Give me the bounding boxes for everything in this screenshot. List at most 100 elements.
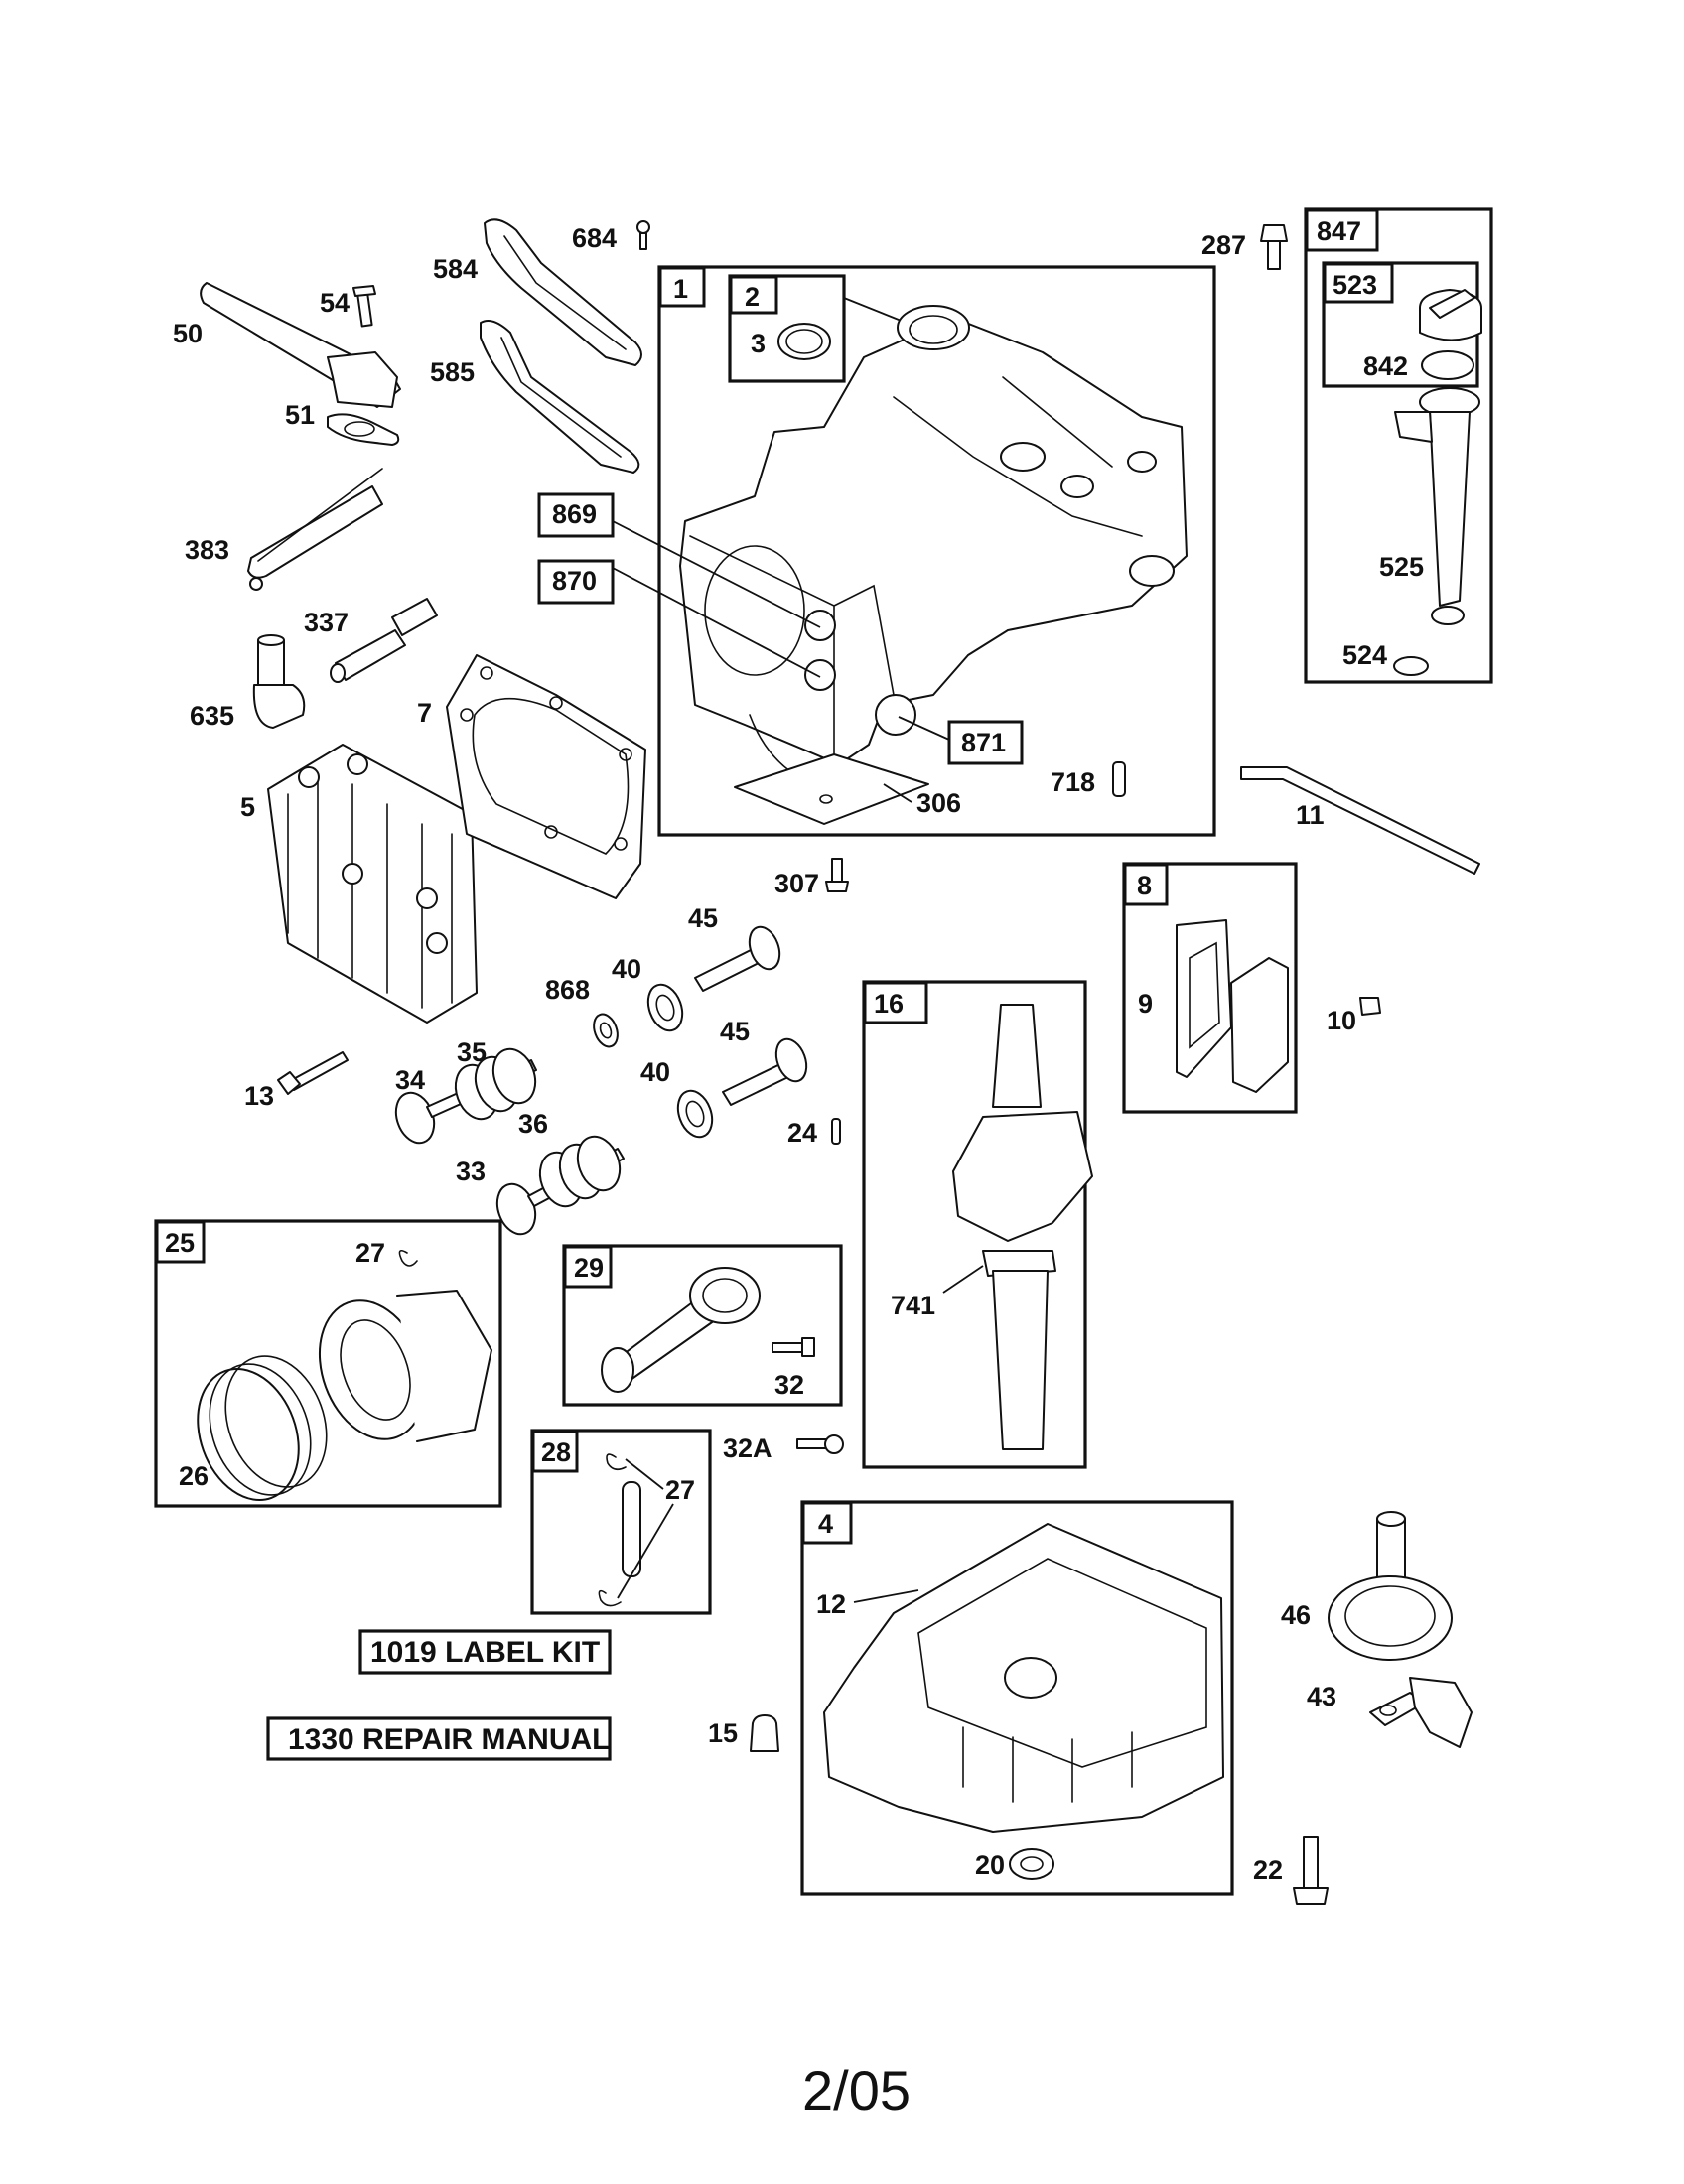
screw-307-part [825,858,849,892]
callout-871-tag [947,720,1024,765]
callout-45a: 45 [688,903,718,933]
callout-20: 20 [975,1850,1005,1880]
callout-3: 3 [751,329,766,358]
group-16-frame [862,980,1087,1469]
governor-43-part [1369,1677,1473,1748]
callout-842: 842 [1363,351,1408,381]
callout-34: 34 [395,1065,425,1095]
breather-gasket-9-part [1176,919,1232,1078]
gasket-306-part [734,753,929,825]
group-25-number: 25 [165,1228,195,1258]
repair-manual-box [266,1716,612,1761]
group-8-frame [1122,862,1298,1114]
callout-27b: 27 [665,1475,695,1505]
cylinder-head-5-part [267,744,478,1024]
group-8-tag [1123,863,1169,906]
wrist-pin-part [622,1481,641,1577]
plug-15-part [750,1714,779,1752]
callout-7: 7 [417,698,432,728]
callout-40b: 40 [640,1057,670,1087]
callout-10: 10 [1327,1006,1356,1035]
seal-20-part [1009,1848,1054,1880]
group-1-frame [657,265,1216,837]
callout-524: 524 [1342,640,1387,670]
retainer-40b-part [676,1089,714,1139]
seal-868-part [593,1013,619,1048]
bolt-287-part [1260,224,1288,270]
group-16-tag [863,981,928,1024]
crankshaft-part [952,1004,1093,1450]
breather-cover-part [1230,957,1289,1093]
tube-11-part [1240,766,1480,875]
bolt-32A-part [796,1434,844,1454]
group-523-tag [1323,262,1394,304]
callout-13: 13 [244,1081,274,1111]
group-847-number: 847 [1317,216,1361,246]
sump-part [823,1523,1224,1833]
o-ring-524-part [1393,656,1429,676]
callout-32: 32 [774,1370,804,1400]
callout-869-tag [537,492,615,538]
callout-33: 33 [456,1157,486,1186]
callout-383: 383 [185,535,229,565]
repair-manual-text: 1330 REPAIR MANUAL [288,1723,611,1756]
callout-5: 5 [240,792,255,822]
callout-868: 868 [545,975,590,1005]
callout-585: 585 [430,357,475,387]
group-28-frame [530,1429,712,1615]
callout-11: 11 [1296,800,1325,830]
callout-22: 22 [1253,1855,1283,1885]
callout-741: 741 [891,1291,935,1320]
callout-525: 525 [1379,552,1424,582]
group-847-tag [1305,208,1379,252]
lifter-45a-part [694,925,781,992]
boot-635-part [252,634,306,729]
spring-36-part [538,1135,622,1208]
callout-307: 307 [774,869,819,898]
label-kit-box [358,1629,612,1675]
callout-871: 871 [961,728,1006,757]
clip-27-part [398,1250,418,1267]
group-29-frame [562,1244,843,1407]
bolt-54-part [352,285,376,328]
callout-36: 36 [518,1109,548,1139]
callout-35: 35 [457,1037,487,1067]
callout-46: 46 [1281,1600,1311,1630]
group-523-number: 523 [1333,270,1377,300]
group-1-number: 1 [673,274,688,304]
group-2-number: 2 [745,282,760,312]
group-29-tag [563,1245,613,1289]
crankcase-part [679,305,1188,775]
bolt-22-part [1293,1836,1329,1905]
group-16-number: 16 [874,989,904,1019]
connecting-rod-part [601,1267,761,1393]
callout-43: 43 [1307,1682,1336,1711]
group-4-number: 4 [818,1509,833,1539]
head-gasket-7-part [446,654,646,899]
callout-15: 15 [708,1718,738,1748]
bolt-32-part [772,1337,815,1357]
callout-584: 584 [433,254,478,284]
dowel-718-part [1112,761,1126,797]
group-2-frame [728,274,846,383]
callout-40a: 40 [612,954,641,984]
callout-51: 51 [285,400,315,430]
group-25-tag [155,1220,206,1264]
footer-date: 2/05 [802,2059,911,2121]
callout-684: 684 [572,223,617,253]
group-8-number: 8 [1137,871,1152,900]
callout-287: 287 [1201,230,1246,260]
bolt-13-part [277,1051,349,1095]
lifter-45b-part [722,1037,808,1106]
callout-27a: 27 [355,1238,385,1268]
group-25-frame [154,1219,502,1508]
callout-24: 24 [787,1118,817,1148]
callout-45b: 45 [720,1017,750,1046]
gasket-51-part [327,413,400,446]
group-4-tag [801,1501,853,1545]
screw-10-part [1359,997,1381,1016]
callout-718: 718 [1051,767,1095,797]
callout-635: 635 [190,701,234,731]
group-4-frame [800,1500,1234,1896]
